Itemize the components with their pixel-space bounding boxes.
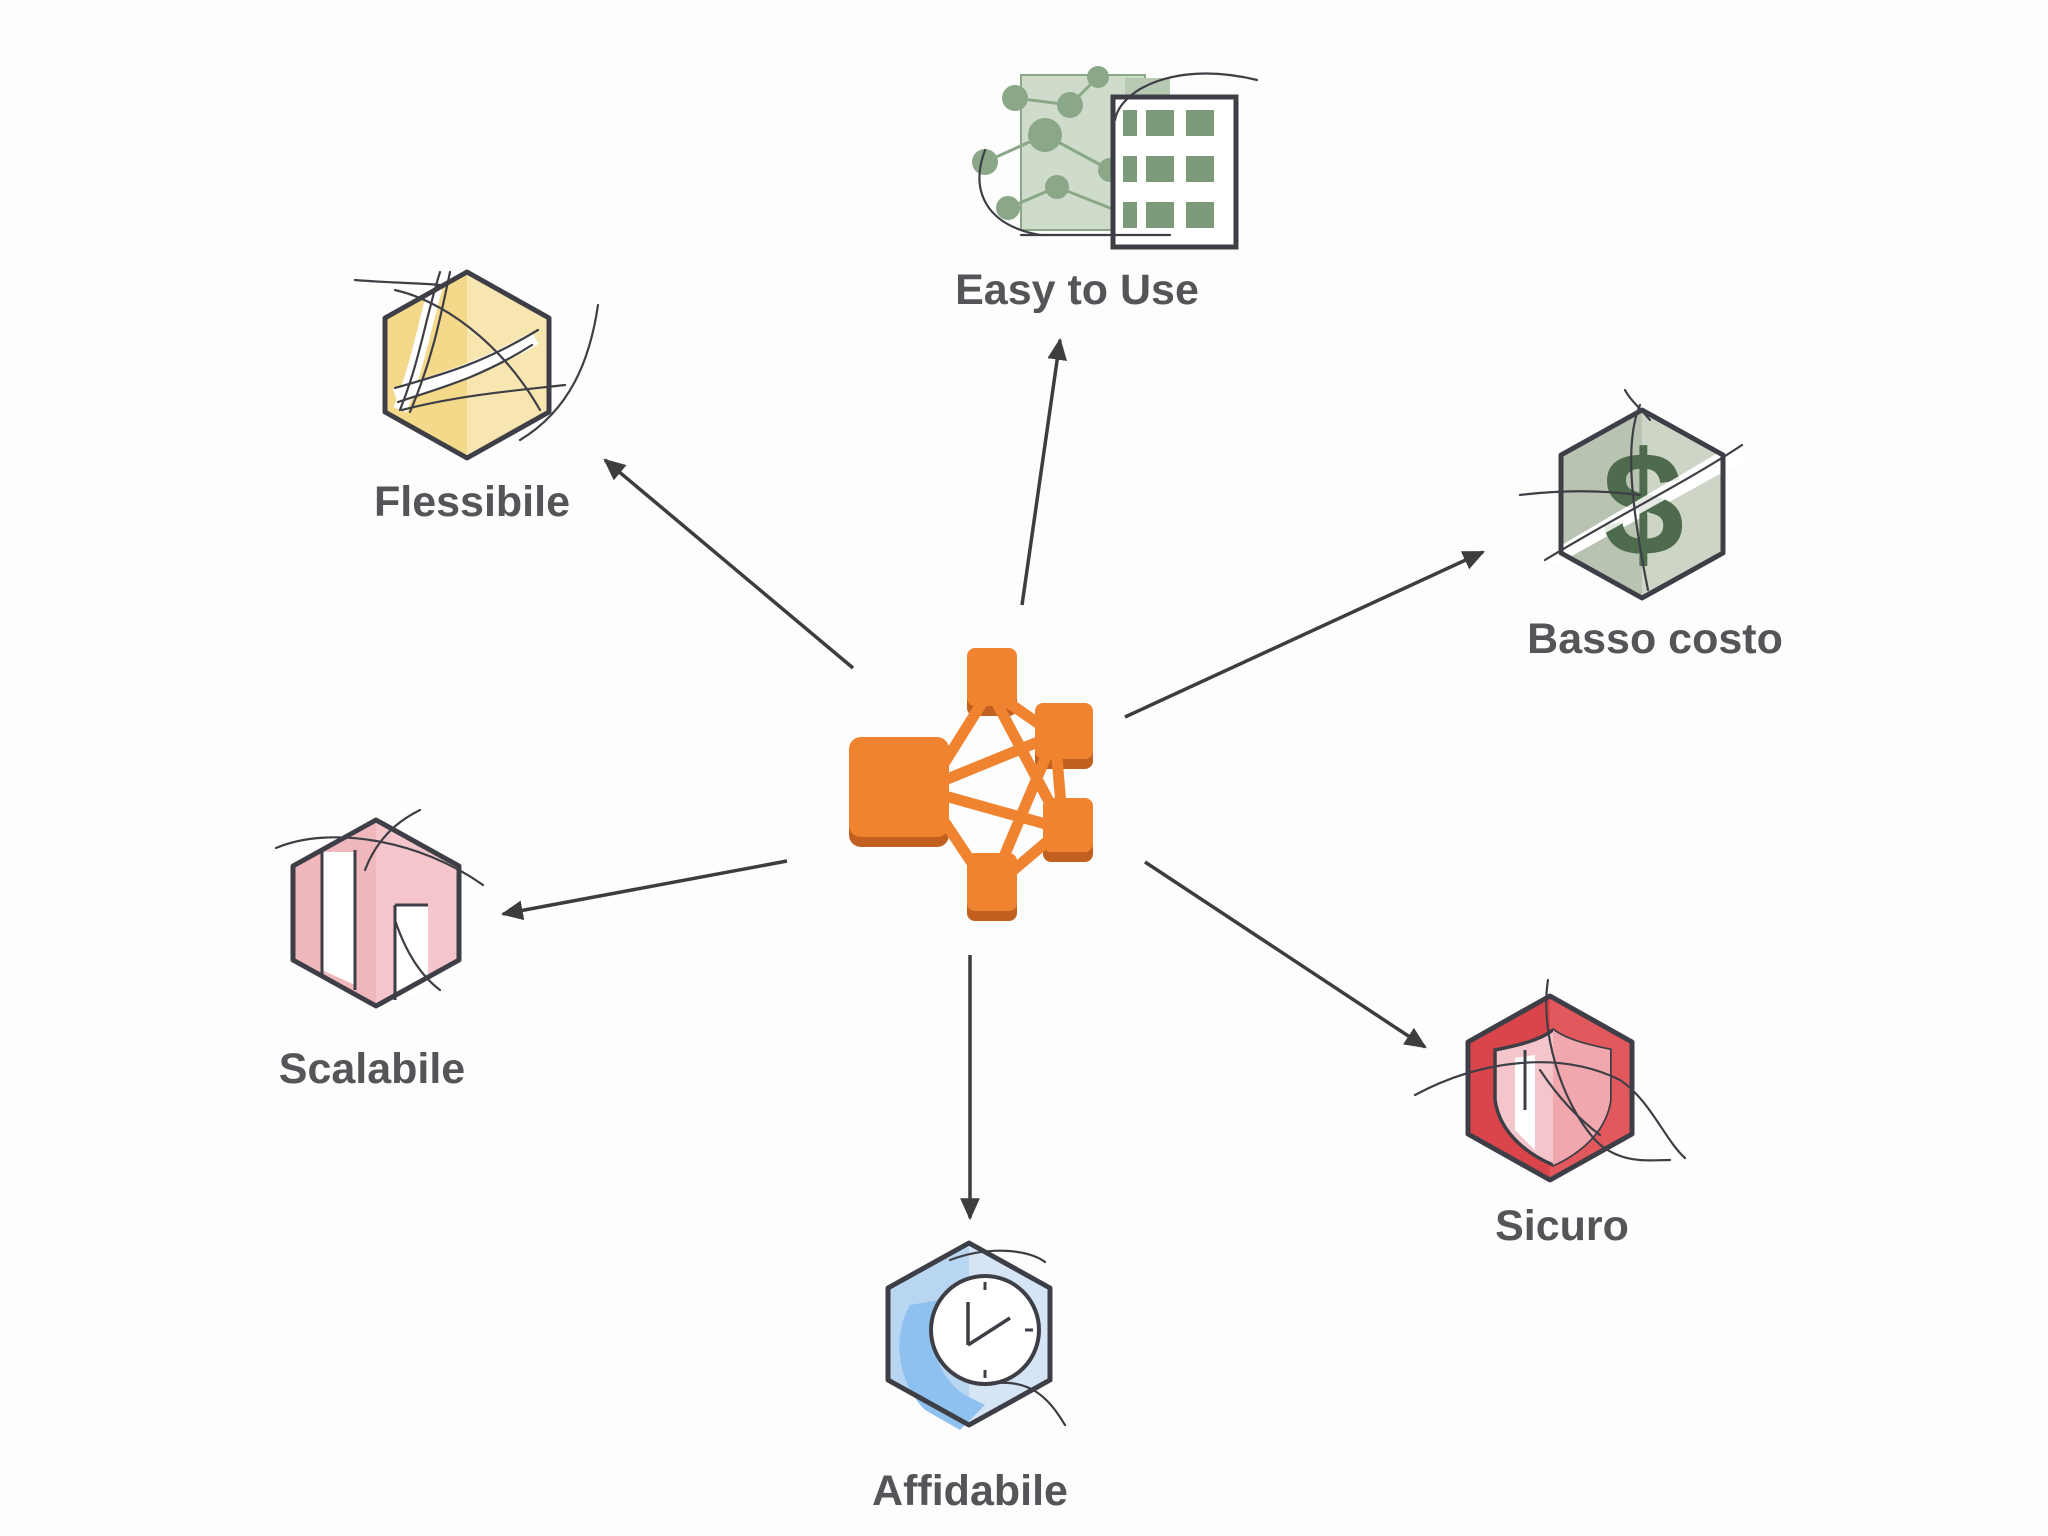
arrow-to-scale (500, 859, 788, 921)
arrow-to-cost (1124, 550, 1485, 719)
network-cluster-icon (849, 648, 1093, 921)
label-secure: Sicuro (1495, 1202, 1629, 1250)
label-flex: Flessibile (374, 478, 570, 526)
arrow-to-flex (603, 458, 855, 670)
dollar-hexagon-icon: $ (1518, 388, 1745, 601)
arrows (500, 337, 1485, 1221)
label-easy: Easy to Use (955, 266, 1199, 314)
arrow-to-easy (1020, 337, 1067, 606)
app-grid-network-icon (972, 66, 1259, 250)
arrow-to-secure (1144, 860, 1427, 1049)
flexible-hexagon-icon (353, 269, 600, 461)
scalable-hexagon-icon (274, 808, 485, 1009)
clock-hexagon-icon (885, 1240, 1067, 1430)
label-reliable: Affidabile (872, 1467, 1068, 1515)
shield-hexagon-icon (1413, 978, 1687, 1183)
label-cost: Basso costo (1527, 615, 1783, 663)
label-scale: Scalabile (279, 1045, 465, 1093)
